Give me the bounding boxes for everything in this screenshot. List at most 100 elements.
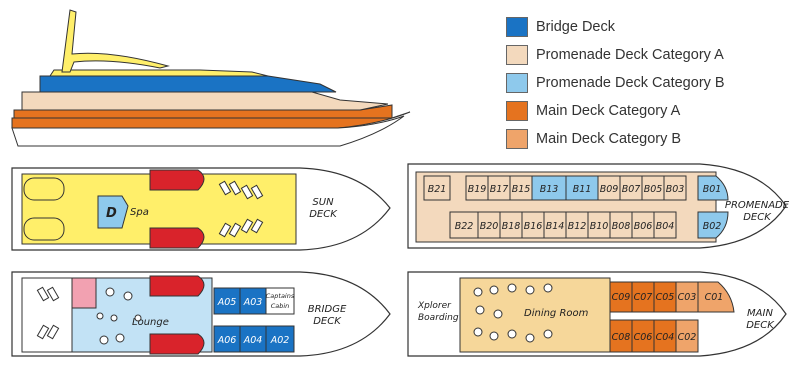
red-lifeboat-bridge-bottom bbox=[149, 333, 205, 355]
bridge-open-loungers bbox=[36, 286, 60, 340]
boarding-label-1: Xplorer bbox=[417, 301, 452, 311]
main-bottom-cabins: C08 C06 C04 C02 bbox=[609, 319, 699, 353]
promenade-deck-plan: B21 B19 B17 B15 B13 B11 B09 B07 B05 B03 … bbox=[407, 163, 790, 249]
cabin-B11: B11 bbox=[573, 184, 592, 195]
pink-room bbox=[71, 277, 97, 309]
legend-label: Promenade Deck Category B bbox=[536, 75, 725, 91]
legend-item-bridge: Bridge Deck bbox=[506, 14, 786, 40]
cabin-B15: B15 bbox=[512, 184, 531, 195]
cabin-C04: C04 bbox=[656, 332, 675, 343]
promenade-corridor bbox=[450, 200, 698, 212]
promenade-top-cabins: B21 B19 B17 B15 B13 B11 B09 B07 B05 B03 … bbox=[423, 175, 729, 201]
cabin-A06: A06 bbox=[217, 335, 237, 346]
cabin-B20: B20 bbox=[480, 221, 499, 232]
cabin-B02: B02 bbox=[703, 221, 722, 232]
legend-label: Main Deck Category B bbox=[536, 131, 682, 147]
cabin-B06: B06 bbox=[634, 221, 653, 232]
captains-cabin-label-2: Cabin bbox=[271, 302, 290, 310]
cabin-B12: B12 bbox=[568, 221, 587, 232]
cabin-A02: A02 bbox=[270, 335, 290, 346]
spa-pool bbox=[97, 195, 129, 229]
ship-profile bbox=[11, 9, 411, 147]
profile-mast bbox=[61, 9, 170, 73]
cabin-B19: B19 bbox=[468, 184, 487, 195]
cabin-B13: B13 bbox=[540, 184, 559, 195]
cabin-A04: A04 bbox=[243, 335, 263, 346]
legend-swatch bbox=[506, 45, 528, 65]
promenade-deck-label-1: PROMENADE bbox=[725, 200, 790, 211]
cabin-B03: B03 bbox=[666, 184, 685, 195]
red-lifeboat-bridge-top bbox=[149, 275, 205, 297]
legend-swatch bbox=[506, 73, 528, 93]
cabin-C03: C03 bbox=[678, 292, 697, 303]
cabin-C09: C09 bbox=[612, 292, 631, 303]
cabin-C07: C07 bbox=[634, 292, 653, 303]
cabin-B04: B04 bbox=[656, 221, 675, 232]
cabin-B18: B18 bbox=[502, 221, 521, 232]
spa-label: Spa bbox=[130, 207, 149, 218]
cabin-B05: B05 bbox=[644, 184, 663, 195]
sun-deck-label-1: SUN bbox=[312, 197, 334, 208]
cabin-B21: B21 bbox=[428, 184, 447, 195]
promenade-deck-label-2: DECK bbox=[743, 212, 772, 223]
promenade-bottom-cabins: B22 B20 B18 B16 B14 B12 B10 B08 B06 B04 … bbox=[449, 211, 729, 239]
dining-room-floor bbox=[459, 277, 611, 353]
cabin-B14: B14 bbox=[546, 221, 565, 232]
bridge-deck-label-1: BRIDGE bbox=[308, 304, 347, 315]
profile-sun-yellow bbox=[49, 69, 269, 77]
lifeboat-left-top bbox=[23, 177, 65, 201]
main-top-cabins: C09 C07 C05 C03 C01 bbox=[609, 281, 735, 313]
sun-deck-plan: D Spa SUN DECK bbox=[11, 167, 391, 251]
main-deck-label-1: MAIN bbox=[747, 308, 773, 319]
cabin-B09: B09 bbox=[600, 184, 619, 195]
bridge-cabins-bottom: A06 A04 A02 bbox=[213, 325, 295, 353]
legend-item-main-a: Main Deck Category A bbox=[506, 98, 786, 124]
legend: Bridge Deck Promenade Deck Category A Pr… bbox=[506, 14, 786, 154]
dining-tables bbox=[473, 283, 553, 343]
cabin-B07: B07 bbox=[622, 184, 641, 195]
sun-loungers bbox=[218, 180, 264, 238]
cabin-B17: B17 bbox=[490, 184, 509, 195]
main-deck-plan: Xplorer Boarding Dining Room C09 C07 C05… bbox=[407, 271, 787, 357]
cabin-C06: C06 bbox=[634, 332, 653, 343]
cabin-B08: B08 bbox=[612, 221, 631, 232]
cabin-C08: C08 bbox=[612, 332, 631, 343]
legend-label: Main Deck Category A bbox=[536, 103, 681, 119]
captains-cabin-label-1: Captains bbox=[266, 292, 295, 300]
bridge-deck-plan: Lounge A05 A03 Captains Cabin A06 A04 bbox=[11, 271, 391, 357]
cabin-C05: C05 bbox=[656, 292, 675, 303]
sun-deck-label-2: DECK bbox=[309, 209, 338, 220]
boarding-label-2: Boarding bbox=[418, 313, 459, 323]
legend-swatch bbox=[506, 101, 528, 121]
bridge-deck-open-area bbox=[21, 277, 73, 353]
cabin-A03: A03 bbox=[243, 297, 263, 308]
bridge-cabins-top: A05 A03 Captains Cabin bbox=[213, 287, 295, 315]
legend-label: Bridge Deck bbox=[536, 19, 615, 35]
profile-deck-tan bbox=[21, 91, 389, 111]
legend-swatch bbox=[506, 17, 528, 37]
profile-deck-blue bbox=[39, 75, 337, 93]
lounge-furniture bbox=[96, 287, 142, 345]
spa-icon: D bbox=[106, 206, 117, 221]
cabin-B01: B01 bbox=[703, 184, 722, 195]
legend-swatch bbox=[506, 129, 528, 149]
red-lifeboat-top bbox=[149, 169, 205, 191]
main-deck-label-2: DECK bbox=[746, 320, 775, 331]
cabin-A05: A05 bbox=[217, 297, 237, 308]
legend-item-prom-a: Promenade Deck Category A bbox=[506, 42, 786, 68]
bridge-deck-label-2: DECK bbox=[313, 316, 342, 327]
cabin-B16: B16 bbox=[524, 221, 543, 232]
cabin-B10: B10 bbox=[590, 221, 609, 232]
legend-item-prom-b: Promenade Deck Category B bbox=[506, 70, 786, 96]
lifeboat-left-bottom bbox=[23, 217, 65, 241]
cabin-B22: B22 bbox=[455, 221, 474, 232]
lounge-label: Lounge bbox=[132, 317, 169, 328]
cabin-C02: C02 bbox=[678, 332, 697, 343]
legend-item-main-b: Main Deck Category B bbox=[506, 126, 786, 152]
legend-label: Promenade Deck Category A bbox=[536, 47, 724, 63]
profile-hull-white bbox=[11, 115, 405, 147]
red-lifeboat-bottom bbox=[149, 227, 205, 249]
cabin-C01: C01 bbox=[705, 292, 724, 303]
